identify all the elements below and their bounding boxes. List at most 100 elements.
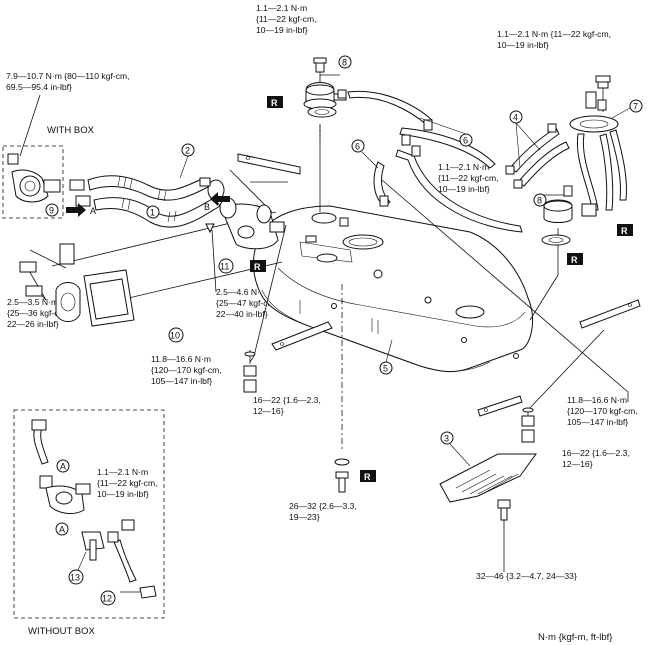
svg-text:R: R [571, 255, 578, 265]
torque-spec-top-center: 1.1—2.1 N·m {11—22 kgf-cm, 10—19 in-lbf} [256, 3, 317, 35]
svg-text:{11—22 kgf-cm,: {11—22 kgf-cm, [438, 173, 499, 183]
svg-text:11: 11 [220, 262, 229, 272]
svg-text:5: 5 [383, 364, 388, 374]
replace-marker-3: R [617, 224, 633, 236]
units-note: N·m {kgf-m, ft-lbf} [538, 632, 612, 643]
without-box-frame [13, 409, 165, 619]
svg-text:A: A [59, 525, 65, 535]
svg-text:1.1—2.1 N·m {11—22 kgf-cm,: 1.1—2.1 N·m {11—22 kgf-cm, [497, 29, 611, 39]
svg-text:1.1—2.1 N·m: 1.1—2.1 N·m [438, 162, 489, 172]
svg-text:11.8—16.6 N·m: 11.8—16.6 N·m [151, 354, 211, 364]
callout-6b: 6 [351, 139, 379, 169]
svg-text:{11—22 kgf-cm,: {11—22 kgf-cm, [97, 478, 158, 488]
torque-spec-top-right: 1.1—2.1 N·m {11—22 kgf-cm, 10—19 in-lbf} [497, 29, 611, 50]
svg-text:{120—170 kgf-cm,: {120—170 kgf-cm, [567, 406, 638, 416]
connector-a-2: A [55, 522, 69, 536]
replace-marker-4: R [567, 253, 583, 265]
svg-text:2.5—3.5 N·m: 2.5—3.5 N·m [7, 297, 58, 307]
svg-text:11.8—16.6 N·m: 11.8—16.6 N·m [567, 395, 627, 405]
svg-text:32—46 {3.2—4.7, 24—33}: 32—46 {3.2—4.7, 24—33} [476, 571, 577, 581]
filler-box [19, 243, 135, 327]
callout-2: 2 [179, 143, 195, 179]
torque-spec-center-bolt: 26—32 {2.6—3.3, 19—23} [289, 501, 357, 522]
callout-3: 3 [440, 431, 471, 467]
svg-text:10—19 in-lbf}: 10—19 in-lbf} [256, 25, 308, 35]
svg-text:4: 4 [513, 113, 518, 123]
with-box-frame [2, 145, 64, 219]
connector-a-1: A [56, 459, 70, 473]
replace-marker-2: R [250, 260, 266, 272]
torque-spec-right-middle: 1.1—2.1 N·m {11—22 kgf-cm, 10—19 in-lbf} [438, 162, 499, 194]
svg-text:1: 1 [150, 208, 155, 218]
tank-strap-right [477, 299, 641, 417]
callout-13: 13 [68, 551, 87, 585]
svg-text:A: A [90, 206, 96, 216]
svg-text:R: R [364, 472, 371, 482]
svg-text:69.5—95.4 in-lbf}: 69.5—95.4 in-lbf} [6, 82, 72, 92]
torque-spec-center-lower: 11.8—16.6 N·m {120—170 kgf-cm, 105—147 i… [151, 354, 222, 386]
svg-text:1.1—2.1 N·m: 1.1—2.1 N·m [97, 467, 148, 477]
torque-spec-without-box: 1.1—2.1 N·m {11—22 kgf-cm, 10—19 in-lbf} [97, 467, 158, 499]
callout-11: 11 [218, 258, 234, 274]
callout-8b: 8 [533, 193, 547, 207]
svg-text:12—16}: 12—16} [253, 406, 284, 416]
svg-text:19—23}: 19—23} [289, 512, 320, 522]
with-box-filler-part [7, 153, 61, 203]
callout-9: 9 [45, 203, 59, 217]
svg-text:B: B [204, 202, 210, 212]
svg-text:R: R [254, 262, 261, 272]
svg-text:A: A [60, 462, 66, 472]
svg-text:3: 3 [444, 434, 449, 444]
arrow-b-marker: B [204, 192, 230, 212]
svg-text:22—26 in-lbf}: 22—26 in-lbf} [7, 319, 59, 329]
svg-text:12—16}: 12—16} [562, 459, 593, 469]
svg-text:2: 2 [185, 146, 190, 156]
svg-text:10—19 in-lbf}: 10—19 in-lbf} [97, 489, 149, 499]
svg-text:{25—47 kgf-cm,: {25—47 kgf-cm, [216, 298, 277, 308]
tank-strap-left [237, 153, 333, 351]
torque-spec-center-nut: 16—22 {1.6—2.3, 12—16} [253, 395, 321, 416]
svg-text:8: 8 [342, 58, 347, 68]
torque-spec-top-left: 7.9—10.7 N·m {80—110 kgf-cm, 69.5—95.4 i… [6, 71, 130, 92]
torque-spec-right-lower: 11.8—16.6 N·m {120—170 kgf-cm, 105—147 i… [567, 395, 638, 427]
without-box-label: WITHOUT BOX [28, 626, 96, 637]
svg-text:10—19 in-lbf}: 10—19 in-lbf} [438, 184, 490, 194]
callout-12: 12 [100, 590, 116, 606]
fuel-tank [252, 205, 533, 373]
svg-text:1.1—2.1 N·m: 1.1—2.1 N·m [256, 3, 307, 13]
svg-text:10—19 in-lbf}: 10—19 in-lbf} [497, 40, 549, 50]
callout-1: 1 [146, 205, 160, 219]
svg-text:9: 9 [49, 206, 54, 216]
svg-text:26—32 {2.6—3.3,: 26—32 {2.6—3.3, [289, 501, 357, 511]
callout-10: 10 [168, 327, 184, 343]
svg-text:6: 6 [463, 136, 468, 146]
callout-4: 4 [509, 110, 541, 169]
svg-text:10: 10 [170, 331, 180, 341]
svg-text:16—22 {1.6—2.3,: 16—22 {1.6—2.3, [562, 448, 630, 458]
svg-text:7: 7 [633, 102, 638, 112]
callout-5: 5 [379, 339, 393, 375]
sender-unit-top [303, 57, 347, 118]
center-bolt-hardware [334, 458, 350, 493]
svg-text:12: 12 [102, 594, 112, 604]
without-box-assembly [31, 419, 157, 599]
callout-8a: 8 [338, 55, 352, 69]
svg-text:8: 8 [537, 196, 542, 206]
torque-spec-right-nut: 16—22 {1.6—2.3, 12—16} [562, 448, 630, 469]
svg-text:R: R [271, 98, 278, 108]
svg-text:2.5—4.6 N·m: 2.5—4.6 N·m [216, 287, 267, 297]
svg-text:6: 6 [355, 142, 360, 152]
torque-spec-left-middle: 2.5—3.5 N·m {25—36 kgf-cm, 22—26 in-lbf} [7, 297, 68, 329]
svg-text:7.9—10.7 N·m {80—110 kgf-cm,: 7.9—10.7 N·m {80—110 kgf-cm, [6, 71, 130, 81]
torque-spec-bottom-right: 32—46 {3.2—4.7, 24—33} [476, 571, 577, 581]
replace-marker-1: R [267, 96, 283, 108]
tank-mounting-hardware-right [521, 407, 535, 443]
filler-neck-part [205, 197, 285, 250]
svg-text:{11—22 kgf-cm,: {11—22 kgf-cm, [256, 14, 317, 24]
arrow-a-marker: A [66, 203, 96, 217]
vent-hoses [337, 89, 523, 233]
callout-7: 7 [611, 99, 643, 119]
replace-marker-5: R [360, 470, 376, 482]
filler-hoses [69, 175, 225, 228]
